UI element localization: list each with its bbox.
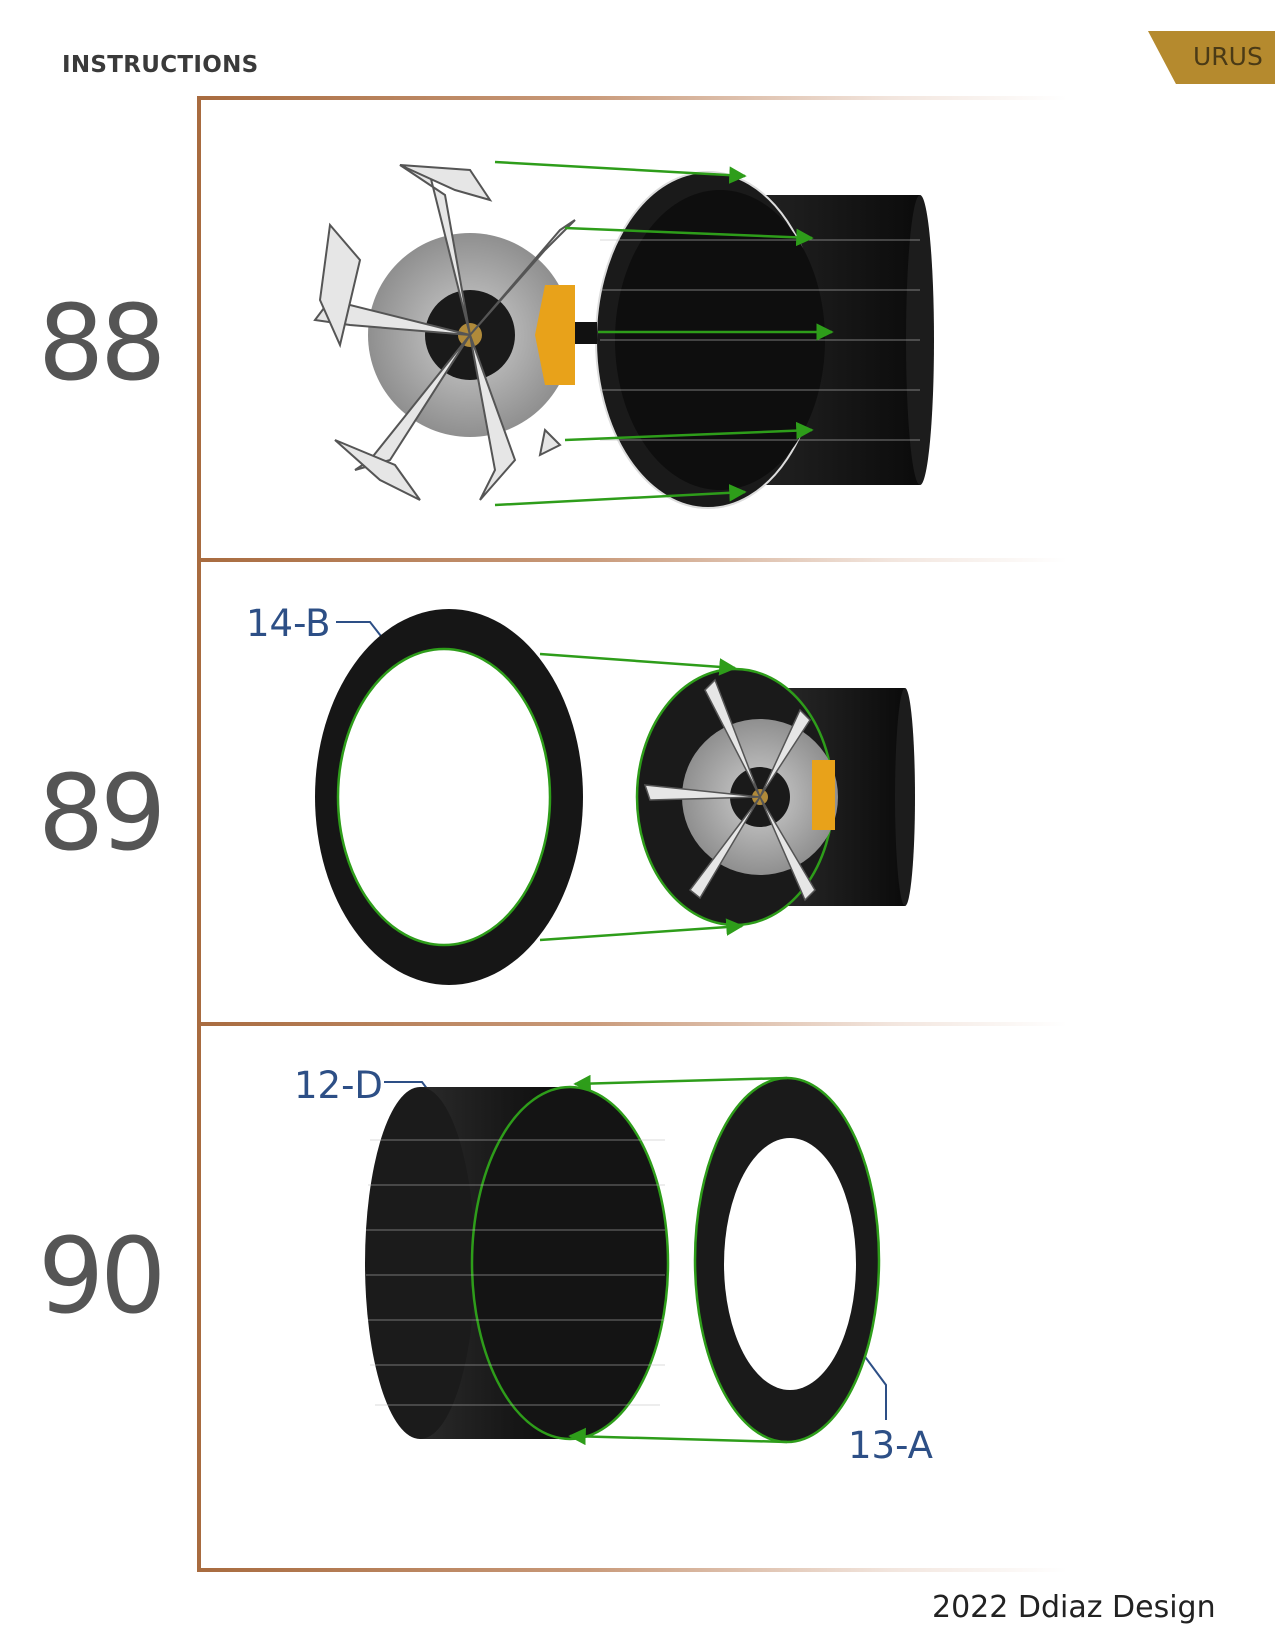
frame-divider-top bbox=[197, 96, 1067, 100]
part-label-14-b: 14-B bbox=[246, 602, 331, 645]
step-number-88: 88 bbox=[38, 282, 166, 404]
frame-divider-89-90 bbox=[197, 1022, 1067, 1026]
part-label-13-a: 13-A bbox=[848, 1424, 933, 1467]
frame-divider-88-89 bbox=[197, 558, 1067, 562]
wheel-rim-icon bbox=[643, 678, 816, 902]
assembly-arrow-icon bbox=[539, 652, 744, 942]
wheel-assembly-icon bbox=[635, 667, 915, 927]
tire-barrel-icon bbox=[595, 171, 934, 509]
brand-label: URUS bbox=[1193, 42, 1263, 71]
footer-credit: 2022 Ddiaz Design bbox=[932, 1590, 1216, 1625]
step-88-illustration bbox=[313, 160, 934, 509]
brake-caliper-icon bbox=[812, 760, 835, 830]
brand-tab: URUS bbox=[1148, 31, 1275, 84]
header-title: INSTRUCTIONS bbox=[62, 52, 259, 78]
brake-caliper-icon bbox=[535, 285, 575, 385]
part-label-12-d: 12-D bbox=[294, 1064, 383, 1107]
step-90-illustration bbox=[365, 1074, 887, 1446]
assembly-arrow-icon bbox=[494, 160, 834, 507]
assembly-arrow-icon bbox=[568, 1074, 788, 1446]
step-number-89: 89 bbox=[38, 752, 166, 874]
frame-divider-bottom bbox=[197, 1568, 1067, 1572]
frame-left-border bbox=[197, 100, 201, 1572]
leader-line-13-a bbox=[859, 1349, 887, 1420]
leader-line-14-b bbox=[336, 621, 385, 641]
step-number-90: 90 bbox=[38, 1215, 166, 1337]
wheel-rim-icon bbox=[313, 164, 576, 501]
tire-sidewall-icon bbox=[693, 1076, 881, 1444]
tire-sidewall-icon bbox=[315, 609, 583, 985]
step-89-illustration bbox=[315, 609, 915, 985]
tire-tread-icon bbox=[365, 1085, 670, 1441]
